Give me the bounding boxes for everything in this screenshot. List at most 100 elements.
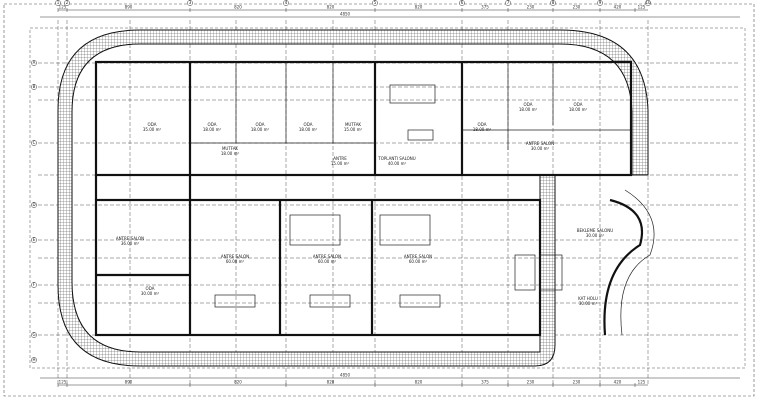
room-name-oda-5: ODA — [478, 122, 487, 127]
room-name-bekleme: BEKLEME SALONU — [577, 228, 613, 233]
room-name-antre-5: ANTRE SALON — [313, 254, 341, 259]
axis-bubble — [283, 0, 289, 6]
room-name-oda-6: ODA — [524, 102, 533, 107]
dimension-value: 375 — [481, 380, 489, 385]
room-name-kat-holu: KAT HOLU — [578, 296, 598, 301]
axis-bubble — [31, 282, 37, 288]
room-area-oda-6: 18.00 m² — [519, 107, 538, 112]
axis-bubble — [31, 357, 37, 363]
dimension-value: 820 — [234, 5, 242, 10]
axis-bubble — [31, 84, 37, 90]
axis-label: 9 — [599, 0, 602, 5]
axis-bubble — [31, 237, 37, 243]
axis-label: 4 — [285, 0, 288, 5]
dimension-lines: 125 890 820 820 820 375 230 230 420 125 125 890 820 8… — [40, 5, 740, 387]
room-name-antre-6: ANTRE SALON — [404, 254, 432, 259]
room-area-toplanti: 40.00 m² — [388, 161, 407, 166]
dimension-value: 125 — [638, 5, 646, 10]
axis-label: 10 — [645, 0, 651, 5]
axis-label: E — [33, 237, 36, 242]
axis-label: 5 — [374, 0, 377, 5]
axis-label: 3 — [189, 0, 192, 5]
room-name-oda-7: ODA — [574, 102, 583, 107]
room-name-oda-1: ODA — [148, 122, 157, 127]
dimension-value: 230 — [527, 5, 535, 10]
axis-bubble — [31, 140, 37, 146]
axis-bubble — [505, 0, 511, 6]
dimension-value: 420 — [614, 5, 622, 10]
room-name-oda-4: ODA — [304, 122, 313, 127]
axis-bubble — [31, 202, 37, 208]
walls — [94, 60, 655, 337]
dimension-value: 890 — [125, 380, 133, 385]
room-name-oda-3: ODA — [256, 122, 265, 127]
axis-label: A — [33, 60, 36, 65]
room-name-antre-4: ANTRE SALON — [221, 254, 249, 259]
room-name-antre-3: ANTRE SALON — [116, 236, 144, 241]
dimension-value: 820 — [327, 5, 335, 10]
axis-label: 2 — [66, 0, 69, 5]
axis-label: 6 — [461, 0, 464, 5]
room-area-oda-5: 18.00 m² — [473, 127, 492, 132]
room-name-mutfak-2: MUTFAK — [222, 146, 238, 151]
dimension-value: 230 — [573, 380, 581, 385]
dimension-value: 820 — [327, 380, 335, 385]
axis-label: C — [33, 140, 36, 145]
room-area-antre-5: 60.00 m² — [318, 259, 337, 264]
axis-label: F — [33, 282, 36, 287]
axis-bubble — [64, 0, 70, 6]
axis-bubble — [55, 0, 61, 6]
balcony-band — [57, 29, 649, 367]
dimension-value: 125 — [638, 380, 646, 385]
axis-bubble — [31, 332, 37, 338]
room-area-oda-2: 18.00 m² — [203, 127, 222, 132]
room-area-antre-2: 30.00 m² — [531, 146, 550, 151]
room-area-mutfak-2: 18.00 m² — [221, 151, 240, 156]
axis-label: B — [33, 84, 36, 89]
axis-label: D — [32, 202, 35, 207]
room-area-oda-1: 35.00 m² — [143, 127, 162, 132]
dimension-value: 230 — [573, 5, 581, 10]
dimension-value: 230 — [527, 380, 535, 385]
axis-label: 8 — [552, 0, 555, 5]
room-area-oda-4: 18.00 m² — [299, 127, 318, 132]
dimension-value: 890 — [125, 5, 133, 10]
axis-bubble — [187, 0, 193, 6]
room-area-mutfak-1: 15.00 m² — [344, 127, 363, 132]
axis-bubble — [372, 0, 378, 6]
axis-label: G — [32, 332, 35, 337]
room-area-antre-1: 15.00 m² — [331, 161, 350, 166]
room-name-toplanti: TOPLANTI SALONU — [377, 156, 416, 161]
inner-frame — [29, 27, 746, 369]
axis-bubble — [645, 0, 651, 6]
room-area-antre-3: 36.00 m² — [121, 241, 140, 246]
room-area-oda-8: 30.00 m² — [141, 291, 160, 296]
dimension-value: 375 — [481, 5, 489, 10]
room-area-bekleme: 30.00 m² — [586, 233, 605, 238]
room-area-oda-7: 18.00 m² — [569, 107, 588, 112]
dimension-value: 820 — [415, 380, 423, 385]
axis-label: 1 — [57, 0, 60, 5]
room-name-antre-1: ANTRE — [333, 156, 347, 161]
dimension-value: 820 — [234, 380, 242, 385]
axis-bubble — [31, 60, 37, 66]
room-area-oda-3: 18.00 m² — [251, 127, 270, 132]
axis-bubble — [550, 0, 556, 6]
axis-label: 7 — [507, 0, 510, 5]
total-dimension: 4850 — [340, 373, 351, 378]
room-area-kat-holu: 30.00 m² — [579, 301, 598, 306]
axis-label: H — [32, 357, 35, 362]
total-dimension: 4850 — [340, 12, 351, 17]
dimension-value: 125 — [59, 5, 67, 10]
grid-axis-markers: 1 2 3 4 5 6 7 8 9 10A B C D E F G H — [31, 0, 651, 363]
room-name-oda-2: ODA — [208, 122, 217, 127]
dimension-value: 420 — [614, 380, 622, 385]
room-name-antre-2: ANTRE SALON — [526, 141, 554, 146]
axis-bubble — [459, 0, 465, 6]
outer-frame — [3, 3, 755, 397]
room-area-antre-4: 60.00 m² — [226, 259, 245, 264]
room-area-antre-6: 60.00 m² — [409, 259, 428, 264]
room-name-mutfak-1: MUTFAK — [345, 122, 361, 127]
